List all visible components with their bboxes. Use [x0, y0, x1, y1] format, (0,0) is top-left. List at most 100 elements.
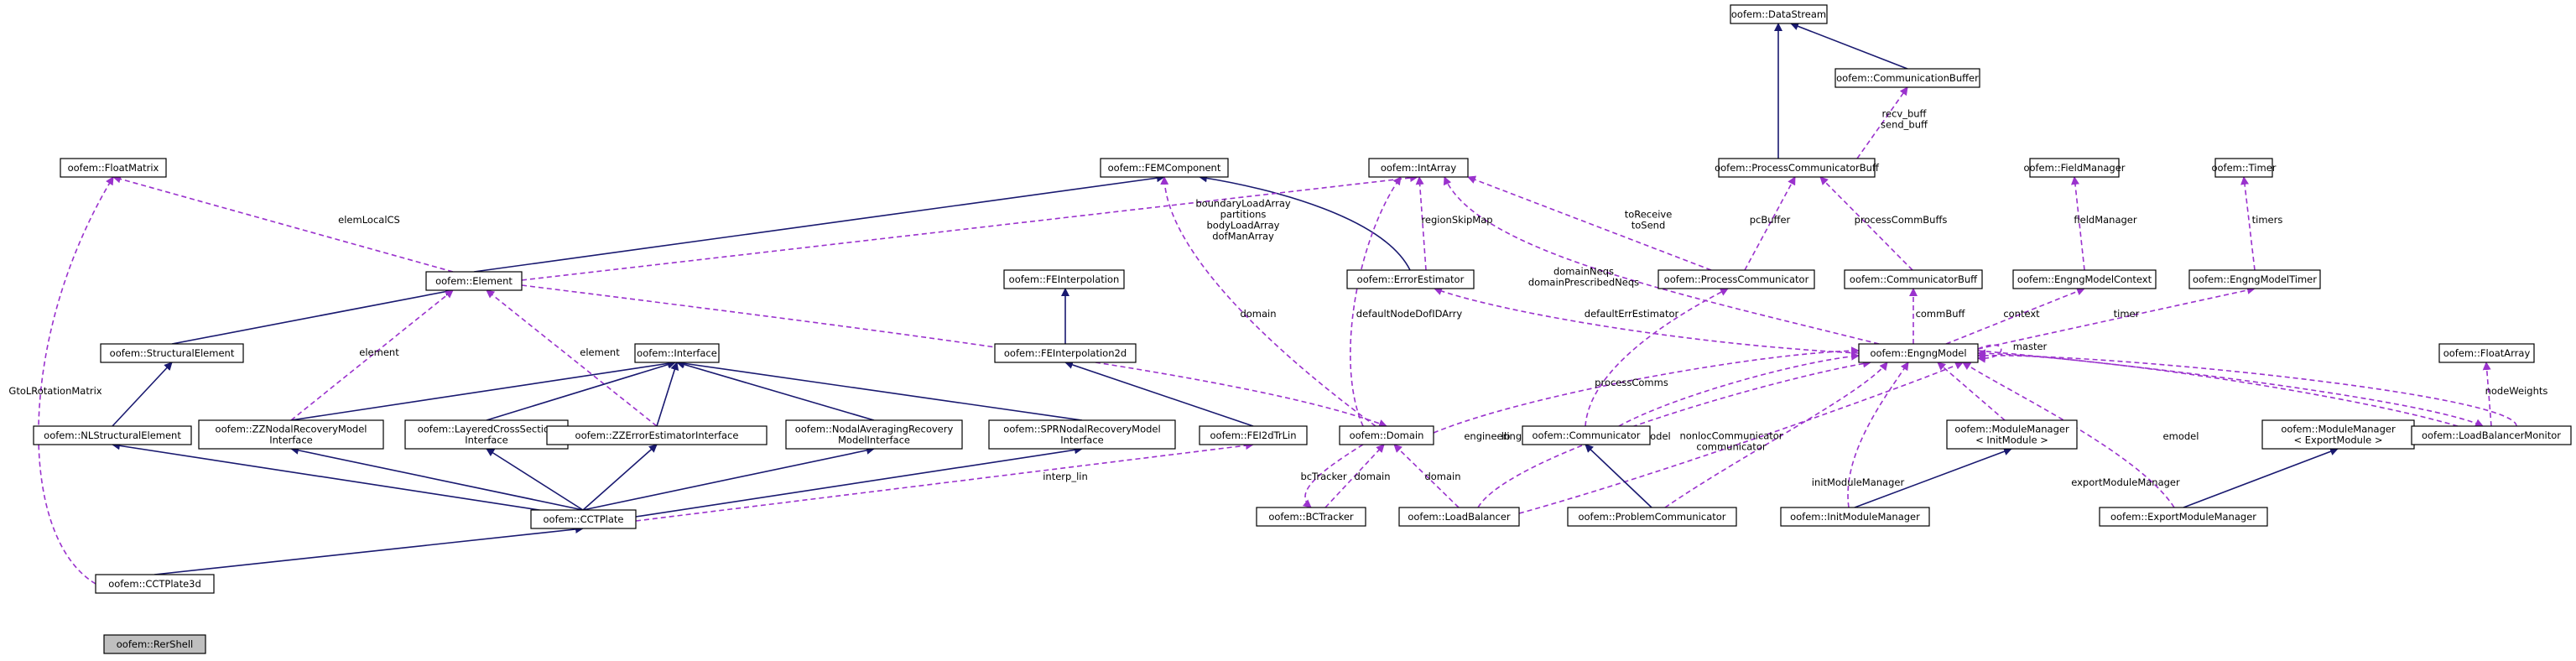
- edge-label-bc-tracker: bcTracker: [1300, 471, 1346, 482]
- class-node-nlstructural-element[interactable]: oofem::NLStructuralElement: [33, 425, 192, 445]
- inheritance-edge-zznodal-recovery-model-interface-to-interface: [290, 359, 676, 421]
- inheritance-edge-nodal-averaging-recovery-model-interface-to-interface: [676, 360, 875, 421]
- class-box: [2214, 158, 2273, 178]
- class-box: [1730, 4, 1828, 24]
- class-node-interface[interactable]: oofem::Interface: [634, 343, 720, 363]
- class-node-engng-model-timer[interactable]: oofem::EngngModelTimer: [2188, 269, 2321, 289]
- class-node-feinterpolation2d[interactable]: oofem::FEInterpolation2d: [994, 343, 1137, 363]
- class-node-cctplate[interactable]: oofem::CCTPlate: [530, 509, 637, 529]
- class-node-float-matrix[interactable]: oofem::FloatMatrix: [60, 158, 167, 178]
- class-box: [1567, 507, 1737, 527]
- edge-label-field-manager: fieldManager: [2074, 214, 2136, 226]
- nodes-layer: oofem::DataStreamoofem::CommunicationBuf…: [33, 4, 2572, 654]
- edge-label-timers: timers: [2252, 214, 2283, 226]
- class-node-process-communicator-buff[interactable]: oofem::ProcessCommunicatorBuff: [1715, 158, 1880, 178]
- usage-edge-element-to-int-array: [521, 174, 1418, 281]
- edge-label-node-weights: nodeWeights: [2485, 385, 2548, 397]
- class-box: [2261, 419, 2415, 450]
- class-node-zzerror-estimator-interface[interactable]: oofem::ZZErrorEstimatorInterface: [546, 425, 768, 445]
- class-node-problem-communicator[interactable]: oofem::ProblemCommunicator: [1567, 507, 1737, 527]
- class-node-process-communicator[interactable]: oofem::ProcessCommunicator: [1657, 269, 1815, 289]
- class-name: oofem::FloatArray: [2443, 347, 2531, 359]
- usage-edge-load-balancer-monitor-to-float-array: [2482, 362, 2492, 427]
- class-name: oofem::Interface: [637, 347, 717, 359]
- usage-edge-domain-to-engng-model: [1433, 346, 1860, 434]
- class-node-module-manager-init[interactable]: oofem::ModuleManager< InitModule >: [1946, 419, 2078, 450]
- class-name: oofem::RerShell: [117, 638, 193, 650]
- class-name: oofem::IntArray: [1381, 162, 1457, 174]
- class-box: [33, 425, 192, 445]
- class-node-communication-buffer[interactable]: oofem::CommunicationBuffer: [1834, 68, 1980, 88]
- usage-edge-domain-to-bctracker: [1302, 444, 1364, 508]
- class-node-structural-element[interactable]: oofem::StructuralElement: [100, 343, 244, 363]
- class-name: oofem::ProcessCommunicator: [1664, 273, 1809, 285]
- class-name: oofem::Element: [435, 275, 513, 287]
- class-node-communicator[interactable]: oofem::Communicator: [1522, 425, 1651, 445]
- class-node-cctplate3d[interactable]: oofem::CCTPlate3d: [95, 574, 215, 594]
- class-node-engng-model[interactable]: oofem::EngngModel: [1858, 343, 1979, 363]
- usage-edge-engng-model-context-to-field-manager: [2070, 176, 2085, 271]
- usage-edge-communicator-to-engng-model: [1618, 351, 1860, 427]
- class-box: [1858, 343, 1979, 363]
- class-name: oofem::ProblemCommunicator: [1578, 511, 1725, 523]
- class-box: [2438, 343, 2535, 363]
- class-name: oofem::ModuleManager< InitModule >: [1954, 423, 2069, 445]
- class-node-error-estimator[interactable]: oofem::ErrorEstimator: [1346, 269, 1475, 289]
- usage-edge-zzerror-estimator-interface-to-element: [486, 289, 658, 427]
- inheritance-edge-nlstructural-element-to-structural-element: [112, 362, 173, 427]
- usage-edge-cctplate-to-fei2d-tr-lin: [635, 441, 1254, 522]
- edge-label-region-skip-map: regionSkipMap: [1421, 214, 1492, 226]
- inheritance-edge-fei2d-tr-lin-to-feinterpolation2d: [1064, 361, 1254, 427]
- class-box: [1946, 419, 2078, 450]
- class-node-timer[interactable]: oofem::Timer: [2211, 158, 2277, 178]
- class-name: oofem::EngngModelContext: [2017, 273, 2152, 285]
- class-box: [2029, 158, 2120, 178]
- usage-edge-element-to-float-matrix: [112, 174, 454, 273]
- class-node-float-array[interactable]: oofem::FloatArray: [2438, 343, 2535, 363]
- class-node-data-stream[interactable]: oofem::DataStream: [1730, 4, 1828, 24]
- class-node-field-manager[interactable]: oofem::FieldManager: [2023, 158, 2126, 178]
- edge-label-process-comms: processComms: [1595, 377, 1668, 388]
- inheritance-edge-cctplate-to-sprnodal-recovery-model-interface: [635, 445, 1083, 518]
- usage-edge-load-balancer-to-engng-model: [1518, 362, 1964, 514]
- class-name: oofem::FEInterpolation: [1009, 273, 1120, 285]
- class-node-communicator-buff[interactable]: oofem::CommunicatorBuff: [1844, 269, 1983, 289]
- edge-label-gto-lrotation-matrix: GtoLRotationMatrix: [8, 385, 101, 397]
- class-node-femcomponent[interactable]: oofem::FEMComponent: [1100, 158, 1229, 178]
- class-node-feinterpolation[interactable]: oofem::FEInterpolation: [1003, 269, 1125, 289]
- class-name: oofem::FEMComponent: [1108, 162, 1221, 174]
- usage-edge-bctracker-to-domain: [1324, 444, 1385, 508]
- edge-label-timer: timer: [2114, 308, 2140, 320]
- edge-label-process-comm-buffs: processCommBuffs: [1855, 214, 1948, 226]
- usage-edge-module-manager-init-to-engng-model: [1937, 362, 2006, 421]
- edge-label-pc-buffer: pcBuffer: [1750, 214, 1791, 226]
- class-node-element[interactable]: oofem::Element: [425, 271, 523, 291]
- class-node-int-array[interactable]: oofem::IntArray: [1368, 158, 1469, 178]
- class-box: [1780, 507, 1930, 527]
- class-node-load-balancer-monitor[interactable]: oofem::LoadBalancerMonitor: [2411, 425, 2572, 445]
- class-name: oofem::ExportModuleManager: [2110, 511, 2256, 523]
- class-node-module-manager-export[interactable]: oofem::ModuleManager< ExportModule >: [2261, 419, 2415, 450]
- inheritance-edge-cctplate-to-zzerror-estimator-interface: [582, 444, 658, 511]
- edge-label-default-err-estimator: defaultErrEstimator: [1585, 308, 1679, 320]
- class-node-export-module-manager[interactable]: oofem::ExportModuleManager: [2099, 507, 2268, 527]
- inheritance-edge-cctplate3d-to-cctplate: [154, 524, 584, 575]
- class-box: [1834, 68, 1980, 88]
- class-node-bctracker[interactable]: oofem::BCTracker: [1256, 507, 1366, 527]
- class-node-load-balancer[interactable]: oofem::LoadBalancer: [1398, 507, 1520, 527]
- usage-edge-communicator-buff-to-process-communicator-buff: [1819, 176, 1913, 271]
- class-node-domain[interactable]: oofem::Domain: [1339, 425, 1434, 445]
- class-node-engng-model-context[interactable]: oofem::EngngModelContext: [2012, 269, 2157, 289]
- class-node-rer-shell[interactable]: oofem::RerShell: [103, 634, 206, 654]
- class-node-fei2d-tr-lin[interactable]: oofem::FEI2dTrLin: [1199, 425, 1308, 445]
- class-name: oofem::EngngModelTimer: [2193, 273, 2317, 285]
- class-node-init-module-manager[interactable]: oofem::InitModuleManager: [1780, 507, 1930, 527]
